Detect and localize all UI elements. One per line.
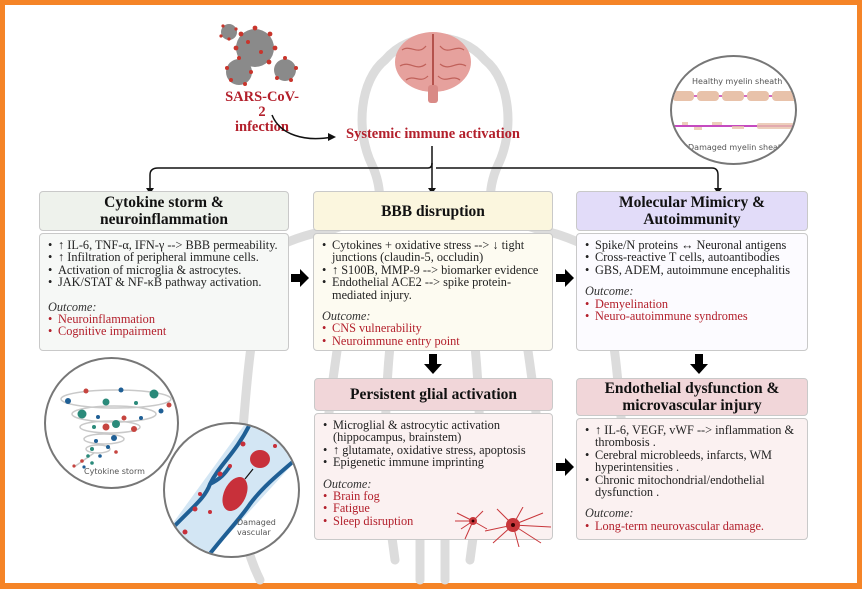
cytokine-storm-label: Cytokine storm [84, 467, 145, 476]
outcome-item: Long-term neurovascular damage. [585, 519, 799, 532]
title-line: Cytokine storm & [104, 194, 224, 211]
bullet-item: Endothelial ACE2 --> spike protein-media… [322, 276, 544, 301]
outcome-list: Demyelination Neuro-autoimmune syndromes [585, 297, 799, 323]
bullet-list: ↑ IL-6, TNF-α, IFN-γ --> BBB permeabilit… [48, 239, 280, 289]
outcome-label: Outcome: [322, 309, 371, 324]
box-bbb-title: BBB disruption [313, 191, 553, 231]
arrow-down-icon [424, 354, 442, 374]
cytokine-storm-illustration: Cytokine storm [44, 357, 179, 489]
box-glial-body: Microglial & astrocytic activation (hipp… [314, 413, 553, 547]
myelin-sheath-icon [672, 91, 795, 130]
outcome-item: Neuro-autoimmune syndromes [585, 310, 799, 323]
bullet-item: Cerebral microbleeds, infarcts, WM hyper… [585, 449, 799, 474]
tornado-icon [60, 387, 172, 469]
box-bbb-disruption: BBB disruption Cytokines + oxidative str… [313, 191, 553, 351]
arrow-right-icon [291, 269, 309, 287]
outcome-list: Neuroinflammation Cognitive impairment [48, 313, 280, 339]
bullet-item: ↑ IL-6, TNF-α, IFN-γ --> BBB permeabilit… [48, 239, 280, 252]
title-line: Persistent glial activation [349, 386, 518, 403]
bullet-item: ↑ S100B, MMP-9 --> biomarker evidence [322, 263, 544, 276]
damaged-vascular-label: Damaged vascular [237, 518, 276, 538]
outcome-item: Neuroimmune entry point [322, 334, 544, 347]
label-line: vascular [237, 528, 271, 537]
bullet-item: Chronic mitochondrial/endothelial dysfun… [585, 473, 799, 499]
systemic-immune-activation-label: Systemic immune activation [346, 126, 520, 142]
box-endothelial-title: Endothelial dysfunction &microvascular i… [576, 378, 808, 416]
outcome-label: Outcome: [323, 476, 372, 491]
box-cytokine-body: ↑ IL-6, TNF-α, IFN-γ --> BBB permeabilit… [39, 233, 289, 351]
bullet-item: ↑ IL-6, VEGF, vWF --> inflammation & thr… [585, 424, 799, 449]
virus-label: SARS-CoV-2 infection [222, 90, 302, 135]
arrow-right-icon [556, 458, 574, 476]
box-molecular-mimicry: Molecular Mimicry &Autoimmunity Spike/N … [576, 191, 808, 351]
virus-illustration [219, 24, 298, 86]
box-glial-title: Persistent glial activation [314, 378, 553, 411]
glial-cell-icon [455, 507, 552, 547]
box-endothelial-body: ↑ IL-6, VEGF, vWF --> inflammation & thr… [576, 418, 808, 540]
title-line: Autoimmunity [643, 211, 741, 228]
bullet-item: Spike/N proteins ↔ Neuronal antigens [585, 239, 799, 252]
outcome-list: Brain fog Fatigue Sleep disruption [323, 490, 544, 528]
outcome-label: Outcome: [48, 299, 97, 314]
box-mimicry-body: Spike/N proteins ↔ Neuronal antigens Cro… [576, 233, 808, 351]
box-persistent-glial: Persistent glial activation Microglial &… [314, 378, 553, 547]
outcome-list: CNS vulnerability Neuroimmune entry poin… [322, 322, 544, 348]
healthy-myelin-label: Healthy myelin sheath [692, 77, 783, 86]
box-cytokine-storm: Cytokine storm &neuroinflammation ↑ IL-6… [39, 191, 289, 351]
label-line: Damaged [237, 518, 276, 527]
outcome-item: Demyelination [585, 297, 799, 310]
brain-icon [395, 32, 471, 103]
box-endothelial-dysfunction: Endothelial dysfunction &microvascular i… [576, 378, 808, 540]
outcome-item: Fatigue [323, 502, 544, 515]
bullet-item: GBS, ADEM, autoimmune encephalitis [585, 263, 799, 276]
bullet-list: Microglial & astrocytic activation (hipp… [323, 419, 544, 469]
bullet-item: ↑ Infiltration of peripheral immune cell… [48, 251, 280, 264]
bullet-item: Microglial & astrocytic activation (hipp… [323, 419, 544, 444]
box-mimicry-title: Molecular Mimicry &Autoimmunity [576, 191, 808, 231]
virus-label-line2: infection [235, 119, 289, 135]
outcome-label: Outcome: [585, 506, 634, 521]
title-line: microvascular injury [622, 397, 762, 414]
title-line: Molecular Mimicry & [618, 194, 766, 211]
bullet-item: Activation of microglia & astrocytes. [48, 263, 280, 276]
bullet-item: Cytokines + oxidative stress --> ↓ tight… [322, 239, 544, 264]
box-cytokine-title: Cytokine storm &neuroinflammation [39, 191, 289, 231]
outcome-item: Sleep disruption [323, 514, 544, 527]
virus-label-line1: SARS-CoV-2 [225, 89, 299, 120]
bullet-item: JAK/STAT & NF-κB pathway activation. [48, 276, 280, 289]
title-line: neuroinflammation [99, 211, 229, 228]
outcome-list: Long-term neurovascular damage. [585, 519, 799, 532]
title-line: BBB disruption [381, 202, 485, 220]
outcome-item: CNS vulnerability [322, 322, 544, 335]
infection-arrow [271, 114, 336, 141]
bullet-item: Epigenetic immune imprinting [323, 456, 544, 469]
myelin-illustration: Healthy myelin sheath Damaged myelin she… [670, 55, 797, 165]
outcome-label: Outcome: [585, 284, 634, 299]
arrow-down-icon [690, 354, 708, 374]
bullet-list: Cytokines + oxidative stress --> ↓ tight… [322, 239, 544, 301]
box-bbb-body: Cytokines + oxidative stress --> ↓ tight… [313, 233, 553, 351]
damaged-vascular-illustration: Damaged vascular [163, 422, 300, 558]
bullet-list: ↑ IL-6, VEGF, vWF --> inflammation & thr… [585, 424, 799, 498]
outcome-item: Neuroinflammation [48, 313, 280, 326]
blood-vessel-icon [165, 424, 298, 556]
bullet-item: ↑ glutamate, oxidative stress, apoptosis [323, 443, 544, 456]
bullet-list: Spike/N proteins ↔ Neuronal antigens Cro… [585, 239, 799, 277]
title-line: Endothelial dysfunction & [604, 380, 780, 397]
outcome-item: Cognitive impairment [48, 325, 280, 338]
damaged-myelin-label: Damaged myelin sheath [688, 143, 787, 152]
outcome-item: Brain fog [323, 490, 544, 503]
bullet-item: Cross-reactive T cells, autoantibodies [585, 251, 799, 264]
arrow-right-icon [556, 269, 574, 287]
